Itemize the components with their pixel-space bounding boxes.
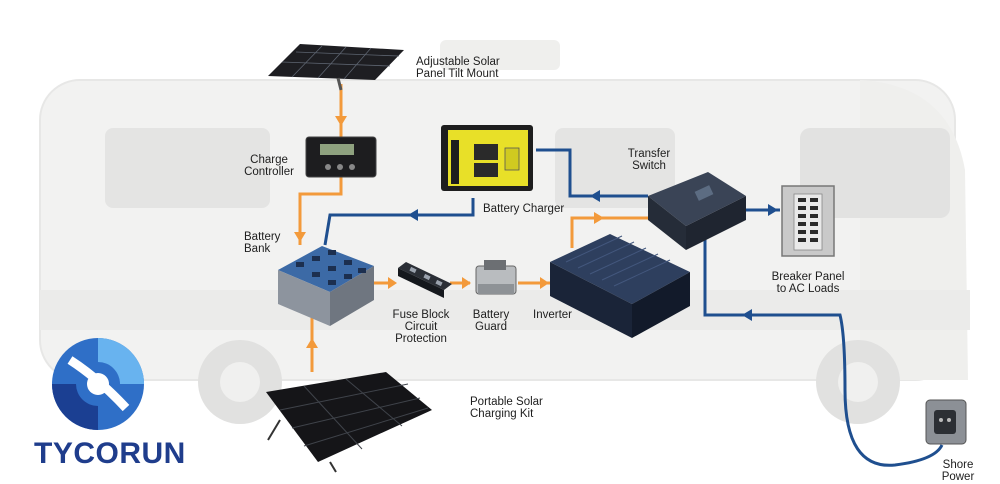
tycorun-logo-icon — [52, 338, 144, 430]
dc-arrows — [294, 116, 604, 348]
label-portable-solar: Portable Solar Charging Kit — [470, 396, 543, 420]
label-battery-bank: Battery Bank — [244, 231, 281, 255]
label-shore-power: Shore Power — [941, 459, 975, 483]
label-battery-charger: Battery Charger — [483, 203, 565, 215]
charge-controller — [305, 136, 377, 178]
shore-power-outlet — [925, 399, 967, 445]
label-breaker-panel: Breaker Panel to AC Loads — [771, 271, 845, 295]
fuse-block — [398, 262, 452, 298]
label-solar-mount: Adjustable Solar Panel Tilt Mount — [416, 56, 500, 80]
transfer-switch — [648, 172, 746, 250]
battery-charger — [441, 125, 533, 191]
battery-guard — [475, 260, 517, 295]
label-fuse-block: Fuse Block Circuit Protection — [392, 309, 450, 345]
rv-background — [39, 40, 970, 424]
solar-panel-tilt-mount — [268, 44, 404, 91]
label-inverter: Inverter — [533, 309, 572, 321]
breaker-panel — [781, 185, 835, 257]
dc-wiring — [298, 84, 648, 372]
battery-bank — [278, 246, 374, 326]
inverter — [550, 234, 690, 338]
label-battery-guard: Battery Guard — [472, 309, 510, 333]
brand-wordmark: TYCORUN — [34, 437, 186, 470]
ac-arrows — [408, 190, 778, 321]
portable-solar-kit — [266, 372, 432, 473]
label-charge-controller: Charge Controller — [244, 154, 294, 178]
label-transfer-switch: Transfer Switch — [627, 148, 671, 172]
